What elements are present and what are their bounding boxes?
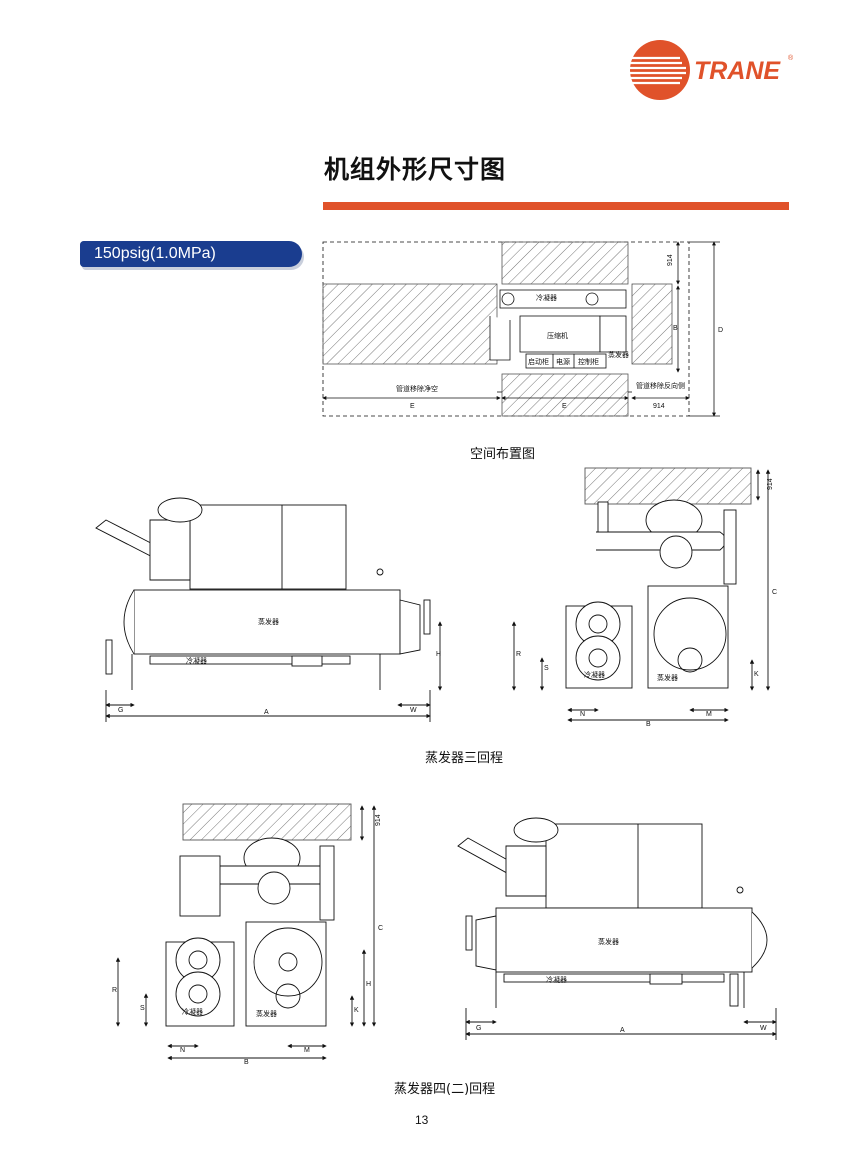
dim-s-4p: S xyxy=(140,1005,145,1012)
dim-k: K xyxy=(754,671,759,678)
three-pass-end-view xyxy=(511,467,771,723)
dim-w-4p: W xyxy=(760,1025,767,1032)
control-panel-box-4p xyxy=(545,823,703,909)
label-condenser-side-4p: 冷凝器 xyxy=(546,975,567,984)
condenser-shell-side xyxy=(149,655,351,665)
dim-b: B xyxy=(673,325,678,332)
dim-914-right: 914 xyxy=(653,403,665,410)
dim-c: C xyxy=(772,589,777,596)
label-evaporator-side: 蒸发器 xyxy=(258,617,279,626)
dim-r: R xyxy=(516,651,521,658)
evaporator-shell-side xyxy=(133,589,401,655)
logo-text: TRANE xyxy=(694,57,781,85)
four-pass-end-labels: 冷凝器 蒸发器 914 C R S K H N M B xyxy=(112,814,383,1066)
dim-h-4p: H xyxy=(366,981,371,988)
space-layout-diagram xyxy=(322,241,720,417)
caption-space-layout: 空间布置图 xyxy=(470,447,536,462)
four-pass-side-view xyxy=(457,817,777,1040)
label-condenser-side: 冷凝器 xyxy=(186,656,207,665)
dim-b-4p: B xyxy=(244,1059,249,1066)
dim-914-top: 914 xyxy=(667,254,674,266)
control-panels-top xyxy=(525,353,607,369)
dim-m: M xyxy=(706,711,712,718)
dim-n: N xyxy=(580,711,585,718)
logo-registered: ® xyxy=(788,54,794,62)
dim-a-4p: A xyxy=(620,1027,625,1034)
wall-top xyxy=(501,241,629,285)
label-condenser-end: 冷凝器 xyxy=(584,670,605,679)
wall-right xyxy=(631,283,673,365)
end-wall xyxy=(584,467,752,505)
trane-logo-mark: TRANE ® xyxy=(630,40,794,100)
end-wall-4p xyxy=(182,803,352,841)
four-pass-end-view xyxy=(115,803,377,1061)
evaporator-shell-side-4p xyxy=(495,907,753,973)
label-condenser: 冷凝器 xyxy=(536,293,557,302)
title-rule xyxy=(323,202,789,210)
dim-a: A xyxy=(264,709,269,716)
dim-b-end: B xyxy=(646,721,651,728)
three-pass-end-labels: 冷凝器 蒸发器 914 C R S K N M B xyxy=(516,478,777,728)
dim-914-4p: 914 xyxy=(375,814,382,826)
wall-bottom xyxy=(501,373,629,417)
dim-g-4p: G xyxy=(476,1025,481,1032)
dim-r-4p: R xyxy=(112,987,117,994)
dim-c-4p: C xyxy=(378,925,383,932)
label-tube-removal-left: 管道移除净空 xyxy=(396,384,438,393)
caption-three-pass: 蒸发器三回程 xyxy=(425,751,504,766)
three-pass-side-labels: 蒸发器 冷凝器 G A W H xyxy=(118,617,441,716)
label-evaporator-side-4p: 蒸发器 xyxy=(598,937,619,946)
dim-d: D xyxy=(718,327,723,334)
label-condenser-end-4p: 冷凝器 xyxy=(182,1007,203,1016)
trane-logo: TRANE ® xyxy=(620,38,800,102)
label-evaporator-end-4p: 蒸发器 xyxy=(256,1009,277,1018)
dim-n-4p: N xyxy=(180,1047,185,1054)
dim-e-right: E xyxy=(562,403,567,410)
label-starter: 启动柜 xyxy=(528,357,549,366)
space-layout-labels: 冷凝器 压缩机 蒸发器 启动柜 电源 控制柜 管道移除净空 管道移除反向侧 E … xyxy=(396,254,723,410)
label-compressor: 压缩机 xyxy=(547,331,568,340)
control-panel-box xyxy=(189,504,347,590)
label-tube-removal-right: 管道移除反向侧 xyxy=(636,381,685,390)
dim-914-end: 914 xyxy=(767,478,774,490)
wall-left xyxy=(322,283,498,365)
label-evaporator-end: 蒸发器 xyxy=(657,673,678,682)
dim-w: W xyxy=(410,707,417,714)
dim-e-left: E xyxy=(410,403,415,410)
dim-s: S xyxy=(544,665,549,672)
label-evaporator: 蒸发器 xyxy=(608,350,629,359)
three-pass-side-view xyxy=(95,497,443,722)
condenser-shell-side-4p xyxy=(503,973,725,983)
pressure-badge: 150psig(1.0MPa) xyxy=(80,241,302,267)
dim-g: G xyxy=(118,707,123,714)
condenser-shell-top xyxy=(499,289,627,309)
dim-h: H xyxy=(436,651,441,658)
label-power: 电源 xyxy=(556,357,570,366)
caption-four-pass: 蒸发器四(二)回程 xyxy=(394,1082,496,1097)
dim-m-4p: M xyxy=(304,1047,310,1054)
label-control: 控制柜 xyxy=(578,357,599,366)
page-number: 13 xyxy=(415,1113,429,1127)
dim-k-4p: K xyxy=(354,1007,359,1014)
four-pass-side-labels: 蒸发器 冷凝器 G A W xyxy=(476,937,767,1034)
page-title: 机组外形尺寸图 xyxy=(324,155,507,184)
